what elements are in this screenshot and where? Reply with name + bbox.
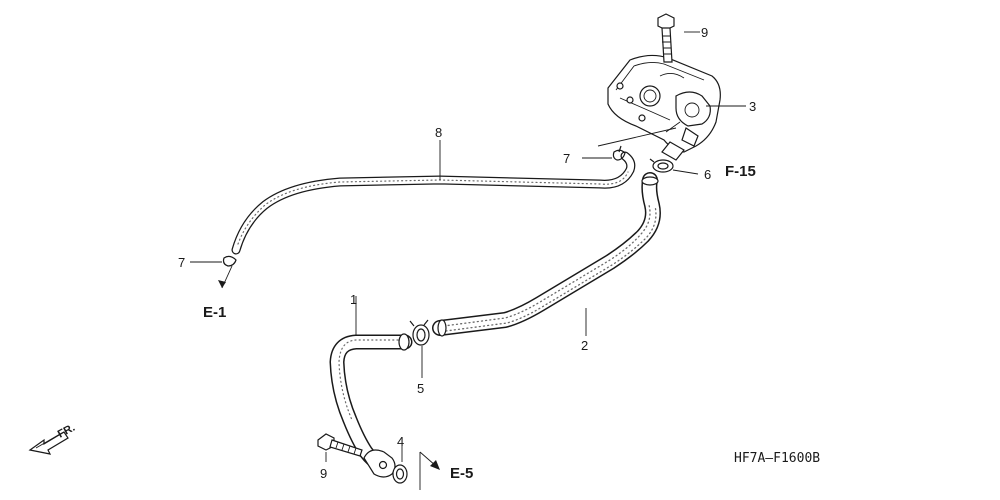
arrow-e5: [419, 451, 440, 490]
arrow-e1: [218, 265, 233, 289]
callout-7-right: 7: [563, 151, 570, 166]
drawing-code: HF7A–F1600B: [734, 451, 820, 466]
clamp-6: [649, 158, 674, 173]
section-ref-e1: E-1: [203, 304, 226, 321]
valve-assembly-3: [607, 54, 721, 161]
hose-2: [432, 172, 661, 337]
clip-7-left: [222, 255, 237, 267]
section-ref-e5: E-5: [450, 465, 473, 482]
clamp-5: [409, 319, 430, 346]
direction-label: FR.: [56, 422, 77, 441]
callout-6: 6: [704, 167, 711, 182]
clip-7-right: [612, 145, 626, 161]
front-direction-arrow: [28, 431, 69, 455]
callout-2: 2: [581, 338, 588, 353]
callout-9-upper: 9: [701, 25, 708, 40]
bolt-9-upper: [657, 13, 675, 63]
callout-7-left: 7: [178, 255, 185, 270]
o-ring-4: [392, 464, 408, 484]
callout-3: 3: [749, 99, 756, 114]
section-ref-f15: F-15: [725, 163, 756, 180]
pipe-1: [329, 333, 413, 478]
callout-8: 8: [435, 125, 442, 140]
callout-1: 1: [350, 292, 357, 307]
callout-5: 5: [417, 381, 424, 396]
hose-8: [231, 151, 636, 255]
bolt-9-lower: [317, 433, 363, 457]
callout-9-lower: 9: [320, 466, 327, 481]
callout-4: 4: [397, 434, 404, 449]
leader-lines: [190, 31, 746, 462]
